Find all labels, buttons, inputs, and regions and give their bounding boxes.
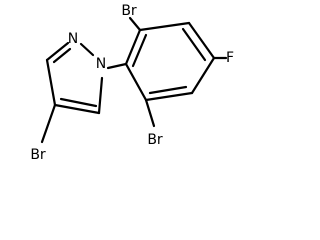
bond-aryl-c5-c6-double — [148, 85, 188, 95]
bond-aryl-br-bottom — [144, 98, 156, 128]
bond-aryl-c1-c2 — [124, 28, 142, 66]
atom-label-n-lower: N — [96, 56, 106, 72]
bond-n2-c3-double — [52, 47, 72, 64]
bond-n1-aryl — [106, 62, 128, 70]
bond-aryl-c1-c2-double — [131, 33, 148, 68]
bond-aryl-c3-c4 — [187, 21, 216, 60]
bond-n2-c3 — [45, 41, 70, 62]
bond-aryl-br-top — [128, 16, 142, 32]
bond-c4-br — [40, 103, 57, 144]
atom-label-br-top: Br — [121, 3, 137, 19]
bond-aryl-c2-c3 — [138, 21, 191, 32]
bond-c4-c5-double — [59, 97, 98, 108]
bond-c5-n1 — [97, 76, 104, 115]
atom-label-br-bottom: Br — [30, 147, 46, 163]
bond-c3-c4 — [45, 58, 57, 107]
bond-aryl-c6-c1 — [124, 62, 148, 102]
bond-n1-n2 — [79, 42, 95, 57]
chemical-structure-diagram: Br F N N Br Br — [30, 3, 234, 163]
atom-label-br-right: Br — [147, 132, 163, 148]
bond-aryl-c4-c5 — [190, 56, 216, 95]
bond-aryl-c3-c4-double — [181, 27, 207, 62]
bond-aryl-c5-c6 — [144, 91, 194, 102]
atom-label-f: F — [226, 50, 234, 66]
bond-c4-c5 — [53, 103, 101, 115]
atom-label-n-upper: N — [68, 31, 78, 47]
